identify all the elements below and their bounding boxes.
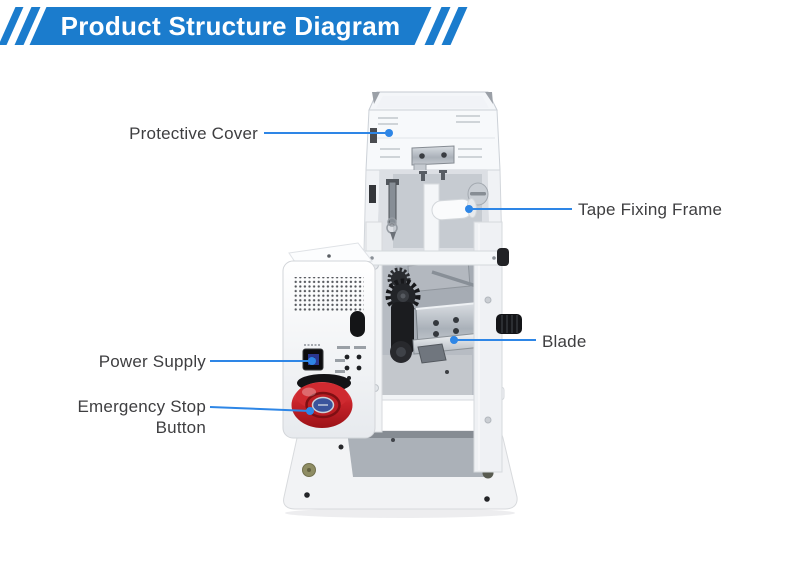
label-power-supply: Power Supply <box>98 352 206 371</box>
label-blade: Blade <box>542 332 587 351</box>
label-emergency-stop-button: Emergency Stop Button <box>77 397 206 437</box>
label-protective-cover: Protective Cover <box>129 124 258 143</box>
speaker-grille <box>294 277 364 312</box>
side-knob-left <box>350 311 365 337</box>
leader-dots <box>306 129 473 415</box>
base-plate <box>283 430 518 510</box>
leader-lines <box>209 132 572 412</box>
ground-shadow <box>285 508 515 518</box>
blade-part <box>412 302 483 364</box>
control-box <box>282 242 376 439</box>
feed-gear <box>385 259 493 363</box>
emergency-stop-part <box>291 374 353 428</box>
side-knob-right <box>496 314 522 334</box>
label-tape-fixing-frame: Tape Fixing Frame <box>578 200 723 219</box>
protective-cover-part <box>363 91 503 260</box>
leader-emergency-stop <box>209 406 311 412</box>
